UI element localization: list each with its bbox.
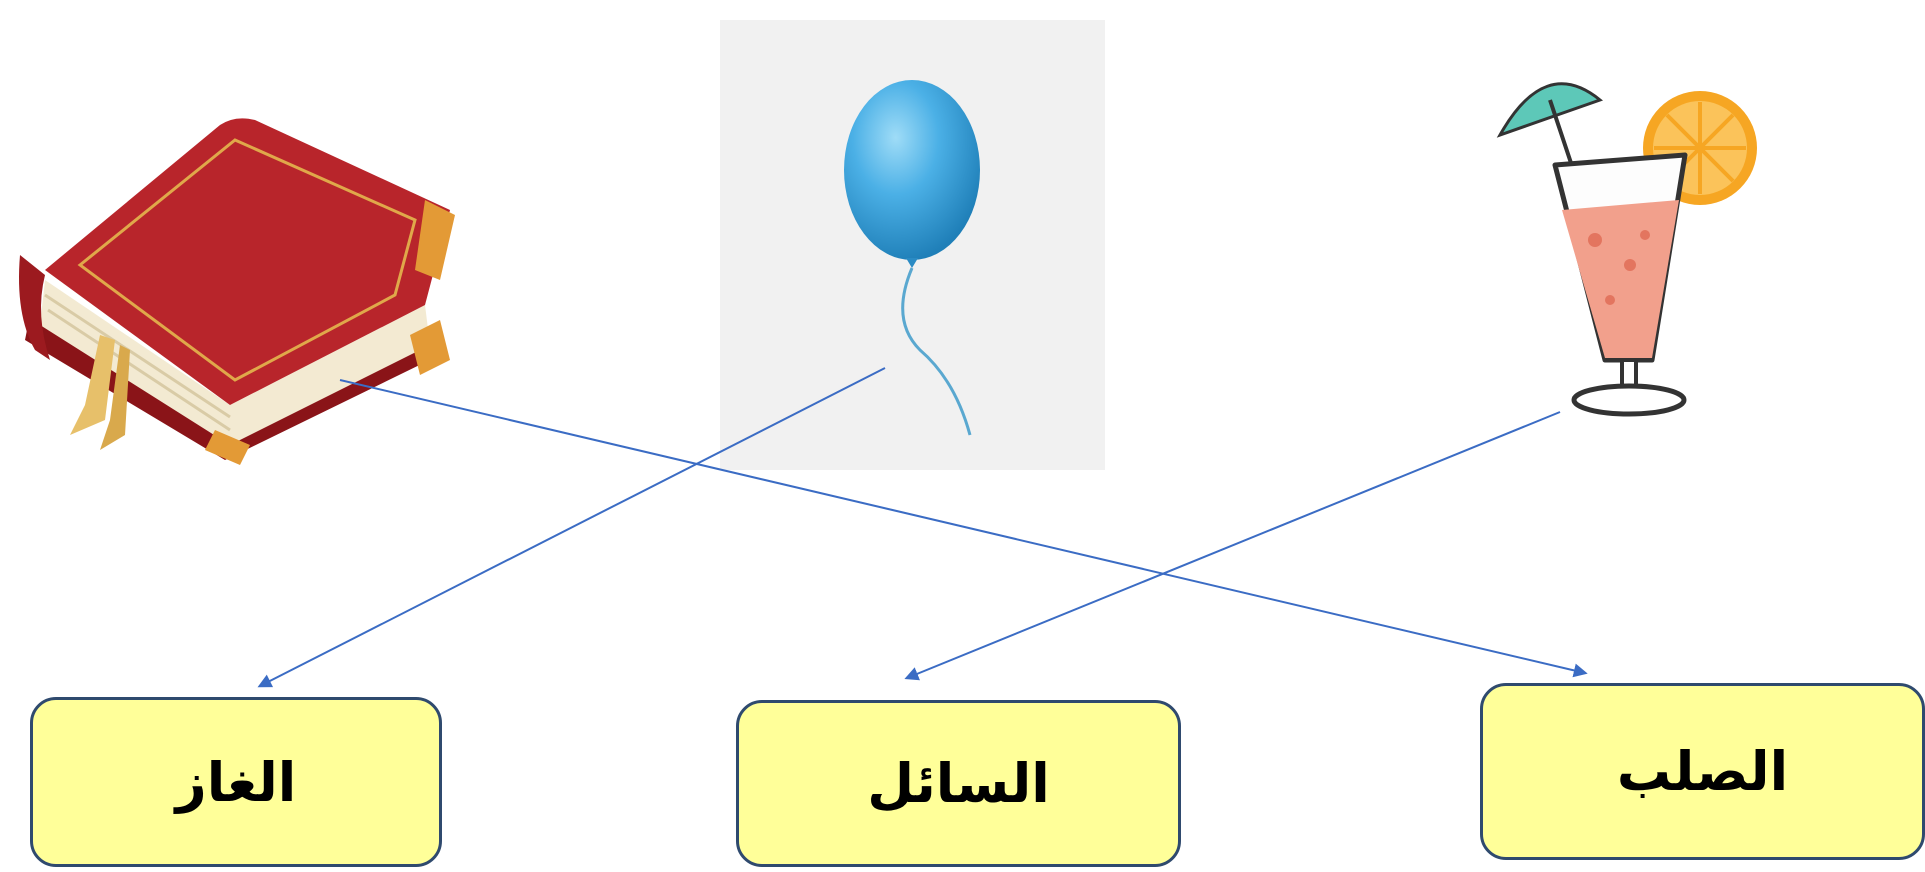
balloon-icon bbox=[844, 80, 980, 436]
label-box-gas: الغاز bbox=[30, 697, 442, 867]
label-box-liquid: السائل bbox=[736, 700, 1181, 867]
label-box-solid: الصلب bbox=[1480, 683, 1925, 860]
juice-glass-icon bbox=[1496, 82, 1757, 417]
balloon-panel bbox=[720, 20, 1105, 470]
label-gas: الغاز bbox=[175, 750, 297, 814]
book-icon bbox=[19, 118, 455, 465]
label-liquid: السائل bbox=[867, 752, 1050, 815]
label-solid: الصلب bbox=[1616, 740, 1789, 803]
